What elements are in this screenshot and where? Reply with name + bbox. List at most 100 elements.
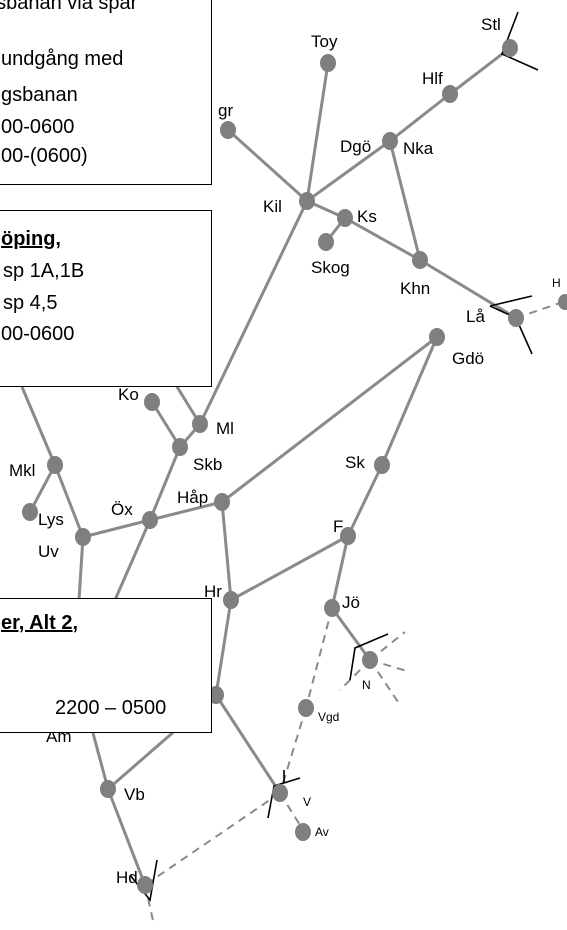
track-vb-hd xyxy=(106,788,147,886)
info-box-top-line-2: undgång med xyxy=(1,48,124,70)
station-label-uv: Uv xyxy=(38,542,59,561)
track-hlf-nka xyxy=(389,92,451,143)
station-node-la[interactable] xyxy=(508,309,524,327)
station-label-nka: Nka xyxy=(403,139,434,158)
station-label-lys: Lys xyxy=(38,510,64,529)
track-uv-down xyxy=(77,536,85,601)
track-nka-kil xyxy=(306,139,391,203)
station-node-vgd[interactable] xyxy=(298,699,314,717)
info-box-bottom: er, Alt 2, 2200 – 0500 xyxy=(0,598,212,733)
dashed-v-hd xyxy=(144,792,281,886)
info-box-bottom-title: er, Alt 2, xyxy=(1,612,79,634)
station-node-jo[interactable] xyxy=(324,599,340,617)
station-node-ko-2[interactable] xyxy=(144,393,160,411)
track-am-v xyxy=(214,694,282,794)
station-label-la: Lå xyxy=(466,307,485,326)
track-box-vb xyxy=(91,732,110,790)
station-node-f[interactable] xyxy=(340,527,356,545)
info-box-top-line-4: 00-0600 xyxy=(1,116,75,138)
station-label-hlf: Hlf xyxy=(422,69,443,88)
track-stl-hlf xyxy=(449,46,511,96)
track-mkl-lys xyxy=(28,464,57,513)
station-label-sk: Sk xyxy=(345,453,365,472)
station-node-skb[interactable] xyxy=(172,438,188,456)
track-jo-n xyxy=(330,607,372,661)
boundary-marker-hd xyxy=(129,859,158,902)
station-node-am[interactable] xyxy=(208,686,224,704)
track-hap-hr xyxy=(220,501,233,601)
station-label-skb: Skb xyxy=(193,455,222,474)
station-label-mkl: Mkl xyxy=(9,461,35,480)
track-toy-kil xyxy=(305,62,330,202)
station-label-hr: Hr xyxy=(204,582,222,601)
station-node-stl[interactable] xyxy=(502,39,518,57)
station-label-v: V xyxy=(303,795,311,809)
info-box-top-line-1: gsbanan via spår xyxy=(0,0,138,14)
station-node-ks[interactable] xyxy=(337,209,353,227)
station-label-dgo: Dgö xyxy=(340,137,371,156)
track-khn-la xyxy=(419,258,517,320)
station-node-kil[interactable] xyxy=(299,192,315,210)
track-ox-uv xyxy=(82,518,151,539)
boundary-marker-la-2 xyxy=(489,295,533,307)
station-node-mkl[interactable] xyxy=(47,456,63,474)
station-label-kil: Kil xyxy=(263,197,282,216)
station-node-hap[interactable] xyxy=(214,493,230,511)
station-node-skog[interactable] xyxy=(318,233,334,251)
track-hr-am xyxy=(214,599,233,696)
track-mkl-uv xyxy=(53,464,85,538)
dashed-jo-vgd xyxy=(305,607,333,709)
station-node-sk[interactable] xyxy=(374,456,390,474)
station-label-hap: Håp xyxy=(177,488,208,507)
station-label-skog: Skog xyxy=(311,258,350,277)
station-node-lys[interactable] xyxy=(22,503,38,521)
station-label-gr: gr xyxy=(218,101,233,120)
track-gdo-sk xyxy=(380,336,439,466)
station-node-vb[interactable] xyxy=(100,780,116,798)
station-label-f: F xyxy=(333,517,343,536)
station-nodes xyxy=(22,39,567,894)
station-node-av[interactable] xyxy=(295,823,311,841)
station-node-n[interactable] xyxy=(362,651,378,669)
info-box-middle-line-3: sp 4,5 xyxy=(3,292,58,314)
dashed-n-3 xyxy=(369,659,401,706)
info-box-middle-line-4: 00-0600 xyxy=(1,323,75,345)
info-box-middle: öping, sp 1A,1B sp 4,5 00-0600 xyxy=(0,210,212,387)
track-f-jo xyxy=(330,535,350,609)
track-ko2-skb xyxy=(150,401,182,448)
station-label-ks: Ks xyxy=(357,207,377,226)
station-label-av: Av xyxy=(315,825,329,839)
station-label-vgd: Vgd xyxy=(318,710,339,724)
station-node-gdo[interactable] xyxy=(429,328,445,346)
station-node-ox[interactable] xyxy=(142,511,158,529)
track-ox-down xyxy=(113,519,152,601)
boundary-markers xyxy=(129,11,539,902)
station-node-hd[interactable] xyxy=(137,876,153,894)
station-label-ko: Ko xyxy=(118,385,139,404)
info-box-bottom-line-2: 2200 – 0500 xyxy=(55,697,167,719)
station-node-khn[interactable] xyxy=(412,251,428,269)
track-nka-khn xyxy=(388,140,422,261)
station-label-h: H xyxy=(552,276,561,290)
station-node-toy[interactable] xyxy=(320,54,336,72)
station-label-toy: Toy xyxy=(311,32,338,51)
station-node-nka[interactable] xyxy=(382,132,398,150)
track-ox-hap xyxy=(149,500,223,522)
station-node-hr[interactable] xyxy=(223,591,239,609)
station-label-jo: Jö xyxy=(342,593,360,612)
track-mkl-box xyxy=(20,386,57,466)
track-skb-ox xyxy=(148,446,182,521)
station-node-v[interactable] xyxy=(272,784,288,802)
station-node-ml[interactable] xyxy=(192,415,208,433)
boundary-marker-n xyxy=(349,633,389,681)
station-node-hlf[interactable] xyxy=(442,85,458,103)
station-label-ml: Ml xyxy=(216,419,234,438)
info-box-top-line-3: gsbanan xyxy=(1,84,78,106)
track-kil-ml xyxy=(198,200,309,425)
station-label-vb: Vb xyxy=(124,785,145,804)
station-node-gr[interactable] xyxy=(220,121,236,139)
station-label-ox: Öx xyxy=(111,500,133,519)
station-node-uv[interactable] xyxy=(75,528,91,546)
station-node-h[interactable] xyxy=(558,294,567,310)
track-ks-khn xyxy=(344,216,421,262)
